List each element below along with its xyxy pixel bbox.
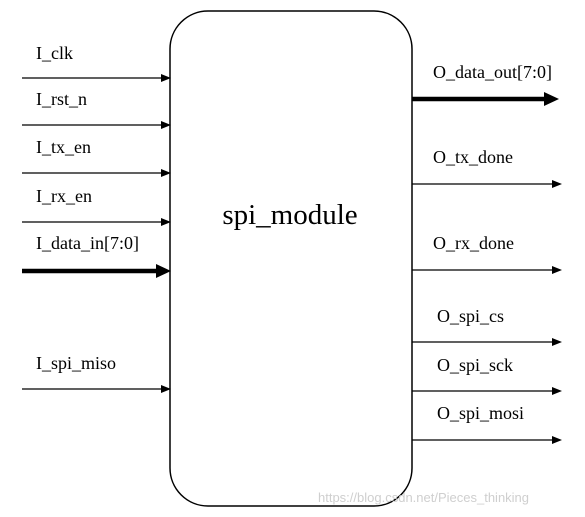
watermark: https://blog.csdn.net/Pieces_thinking	[318, 490, 529, 505]
module-box	[169, 10, 413, 507]
input-signal-bus: I_data_in[7:0]	[22, 233, 171, 278]
arrow-head-icon	[552, 387, 562, 395]
output-signal-bus: O_data_out[7:0]	[412, 62, 559, 106]
input-label-tx-en: I_tx_en	[36, 137, 91, 157]
arrow-head-icon	[552, 338, 562, 346]
output-signal: O_spi_cs	[412, 306, 562, 346]
arrow-head-icon	[161, 218, 171, 226]
input-label-spi-miso: I_spi_miso	[36, 353, 116, 373]
arrow-head-icon	[161, 74, 171, 82]
output-signal: O_tx_done	[412, 147, 562, 188]
output-label-data-out: O_data_out[7:0]	[433, 62, 552, 82]
output-label-spi-sck: O_spi_sck	[437, 355, 513, 375]
arrow-head-icon	[544, 92, 559, 106]
arrow-head-icon	[161, 385, 171, 393]
input-signal: I_clk	[22, 43, 171, 82]
arrow-head-icon	[552, 180, 562, 188]
input-signal: I_rst_n	[22, 89, 171, 129]
input-label-rx-en: I_rx_en	[36, 186, 92, 206]
input-label-data-in: I_data_in[7:0]	[36, 233, 139, 253]
output-signal: O_spi_mosi	[412, 403, 562, 444]
output-signal: O_spi_sck	[412, 355, 562, 395]
input-label-rst-n: I_rst_n	[36, 89, 87, 109]
input-signal: I_rx_en	[22, 186, 171, 226]
output-label-spi-mosi: O_spi_mosi	[437, 403, 524, 423]
module-name: spi_module	[222, 199, 357, 231]
arrow-head-icon	[552, 436, 562, 444]
output-label-spi-cs: O_spi_cs	[437, 306, 504, 326]
input-signal: I_tx_en	[22, 137, 171, 177]
output-label-rx-done: O_rx_done	[433, 233, 514, 253]
input-signal: I_spi_miso	[22, 353, 171, 393]
input-label-clk: I_clk	[36, 43, 73, 63]
arrow-head-icon	[161, 121, 171, 129]
output-label-tx-done: O_tx_done	[433, 147, 513, 167]
arrow-head-icon	[156, 264, 171, 278]
output-signal: O_rx_done	[412, 233, 562, 274]
arrow-head-icon	[161, 169, 171, 177]
arrow-head-icon	[552, 266, 562, 274]
